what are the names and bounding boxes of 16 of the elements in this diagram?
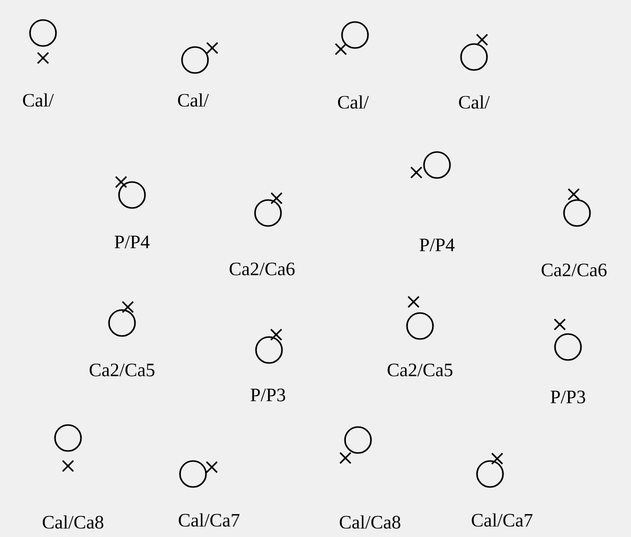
symbol-label: Ca2/Ca5 [90,364,154,376]
symbol-label: Cal/ [338,95,369,109]
symbol-label: P/P3 [550,390,586,404]
symbol-label: P/P3 [250,388,286,402]
symbol-label: Cal/Ca7 [178,513,240,527]
symbol-label: Ca2/Ca5 [388,364,452,376]
symbol-label: Cal/ [178,93,209,107]
symbol-label: Cal/ [23,93,54,107]
symbol-label: Cal/ [459,95,490,109]
symbol-label: Ca2/Ca6 [542,264,607,276]
symbol-label: P/P4 [420,238,455,252]
symbol-label: Ca2/Ca6 [230,262,295,276]
symbol-label: P/P4 [114,236,150,248]
symbol-label: Cal/Ca7 [472,513,532,527]
symbol-label: Cal/Ca8 [42,515,104,529]
symbol-label: Cal/Ca8 [340,515,400,529]
